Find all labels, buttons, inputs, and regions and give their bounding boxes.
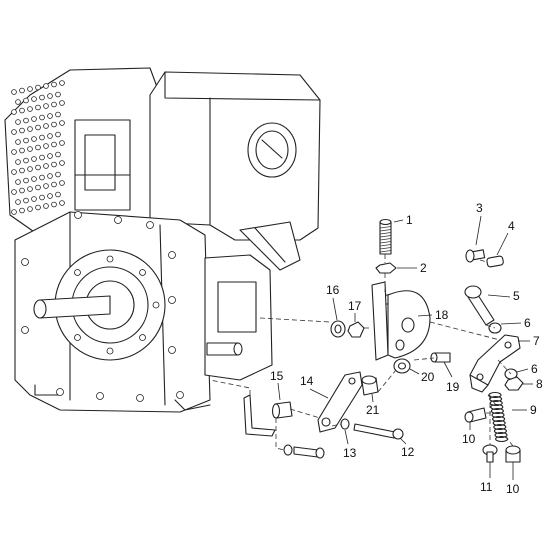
callout-9: 9 (530, 403, 537, 417)
part-spacer-20 (393, 358, 411, 374)
part-bolt-12 (353, 423, 404, 440)
callout-15: 15 (270, 369, 284, 383)
crankshaft (33, 295, 111, 319)
callout-19: 19 (446, 380, 460, 394)
callout-12: 12 (401, 445, 415, 459)
callout-18: 18 (435, 308, 449, 322)
part-nut-8 (504, 376, 524, 391)
callout-8: 8 (536, 377, 543, 391)
callout-3: 3 (476, 201, 483, 215)
part-washer-13 (340, 418, 350, 430)
assembly-lines (209, 254, 514, 451)
callout-10-upper: 10 (462, 432, 476, 446)
callout-6-upper: 6 (524, 316, 531, 330)
part-governor-bracket (371, 281, 431, 361)
part-bolt (464, 285, 495, 326)
callout-10-lower: 10 (506, 482, 520, 496)
side-cover (204, 221, 301, 381)
engine-illustration (4, 67, 321, 413)
part-stud (379, 218, 392, 255)
part-link-plate (317, 371, 363, 433)
callout-14: 14 (300, 374, 314, 388)
callout-1: 1 (406, 213, 413, 227)
governor-pin (206, 342, 243, 356)
callout-7: 7 (533, 334, 540, 348)
part-angle-bracket (243, 394, 293, 437)
callout-20: 20 (421, 370, 435, 384)
callout-17: 17 (348, 299, 362, 313)
callout-2: 2 (420, 261, 427, 275)
part-bolt-bottom (283, 444, 325, 459)
callouts: 1 2 3 4 5 6 7 6 8 9 10 11 10 12 13 14 15 (270, 201, 543, 496)
callout-5: 5 (513, 289, 520, 303)
part-spring (488, 391, 509, 443)
callout-16: 16 (326, 283, 340, 297)
callout-6-lower: 6 (531, 362, 538, 376)
callout-13: 13 (343, 446, 357, 460)
part-lever (469, 334, 521, 393)
fuel-tank (149, 71, 321, 241)
callout-11: 11 (480, 480, 493, 494)
part-nut-washer (330, 320, 365, 338)
callout-4: 4 (508, 219, 515, 233)
part-pins (464, 407, 521, 463)
part-bushing-21 (361, 375, 379, 396)
part-screw-11 (482, 444, 498, 463)
part-plug-19 (430, 352, 451, 363)
part-screw-plug (465, 249, 504, 268)
callout-21: 21 (366, 403, 380, 417)
